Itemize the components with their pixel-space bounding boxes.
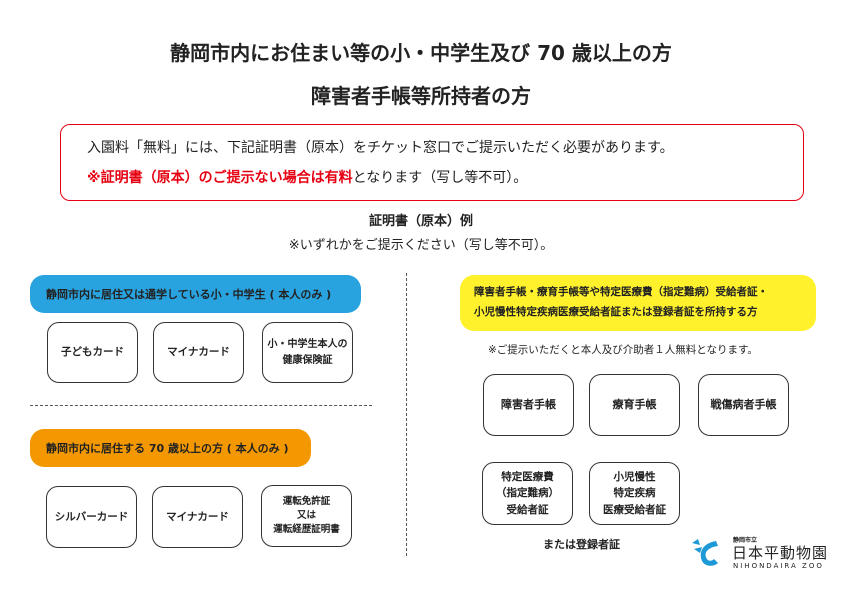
disability-label: 障害者手帳・療育手帳等や特定医療費（指定難病）受給者証・ 小児慢性特定疾病医療受… bbox=[460, 275, 816, 331]
page-subtitle: 障害者手帳等所持者の方 bbox=[311, 84, 531, 108]
card-drivers-license: 運転免許証 又は 運転経歴証明書 bbox=[261, 485, 352, 547]
card-disability: 障害者手帳 bbox=[483, 374, 574, 436]
card-myna-senior: マイナカード bbox=[152, 486, 243, 548]
logo-main: 日本平動物園 bbox=[732, 544, 829, 562]
students-label: 静岡市内に居住又は通学している小・中学生 ( 本人のみ ) bbox=[30, 275, 361, 313]
card-health-insurance: 小・中学生本人の 健康保険証 bbox=[262, 322, 353, 383]
notice-box: 入園料「無料」には、下記証明書（原本）をチケット窓口でご提示いただく必要がありま… bbox=[60, 124, 804, 201]
zoo-logo: 静岡市立 日本平動物園 NIHONDAIRA ZOO bbox=[688, 535, 827, 573]
page-title: 静岡市内にお住まい等の小・中学生及び 70 歳以上の方 bbox=[170, 41, 672, 65]
card-silver: シルバーカード bbox=[46, 486, 137, 548]
vertical-divider bbox=[406, 273, 407, 556]
card-myna: マイナカード bbox=[153, 322, 244, 383]
horizontal-divider bbox=[30, 405, 372, 406]
seniors-label: 静岡市内に居住する 70 歳以上の方 ( 本人のみ ) bbox=[30, 429, 311, 467]
zoo-logo-icon bbox=[692, 539, 718, 566]
notice-line1: 入園料「無料」には、下記証明書（原本）をチケット窓口でご提示いただく必要がありま… bbox=[87, 140, 674, 156]
card-war-injury: 戦傷病者手帳 bbox=[698, 374, 789, 436]
registration-note: または登録者証 bbox=[543, 538, 620, 551]
disability-note: ※ご提示いただくと本人及び介助者１人無料となります。 bbox=[488, 344, 758, 356]
notice-line2: ※証明書（原本）のご提示ない場合は有料となります（写し等不可）。 bbox=[87, 167, 527, 187]
examples-note: ※いずれかをご提示ください（写し等不可）。 bbox=[288, 238, 554, 253]
notice-warning: ※証明書（原本）のご提示ない場合は有料 bbox=[87, 170, 353, 186]
disability-label-line1: 障害者手帳・療育手帳等や特定医療費（指定難病）受給者証・ bbox=[474, 286, 768, 299]
card-ryoiku: 療育手帳 bbox=[589, 374, 680, 436]
card-kodomo: 子どもカード bbox=[47, 322, 138, 383]
card-pediatric-chronic: 小児慢性 特定疾病 医療受給者証 bbox=[589, 462, 680, 525]
examples-heading: 証明書（原本）例 bbox=[368, 214, 473, 229]
card-specified-medical: 特定医療費 （指定難病） 受給者証 bbox=[482, 462, 573, 525]
notice-line2-rest: となります（写し等不可）。 bbox=[352, 170, 528, 186]
logo-en: NIHONDAIRA ZOO bbox=[733, 562, 824, 570]
logo-small: 静岡市立 bbox=[733, 537, 758, 544]
disability-label-line2: 小児慢性特定疾病医療受給者証または登録者証を所持する方 bbox=[474, 306, 758, 318]
